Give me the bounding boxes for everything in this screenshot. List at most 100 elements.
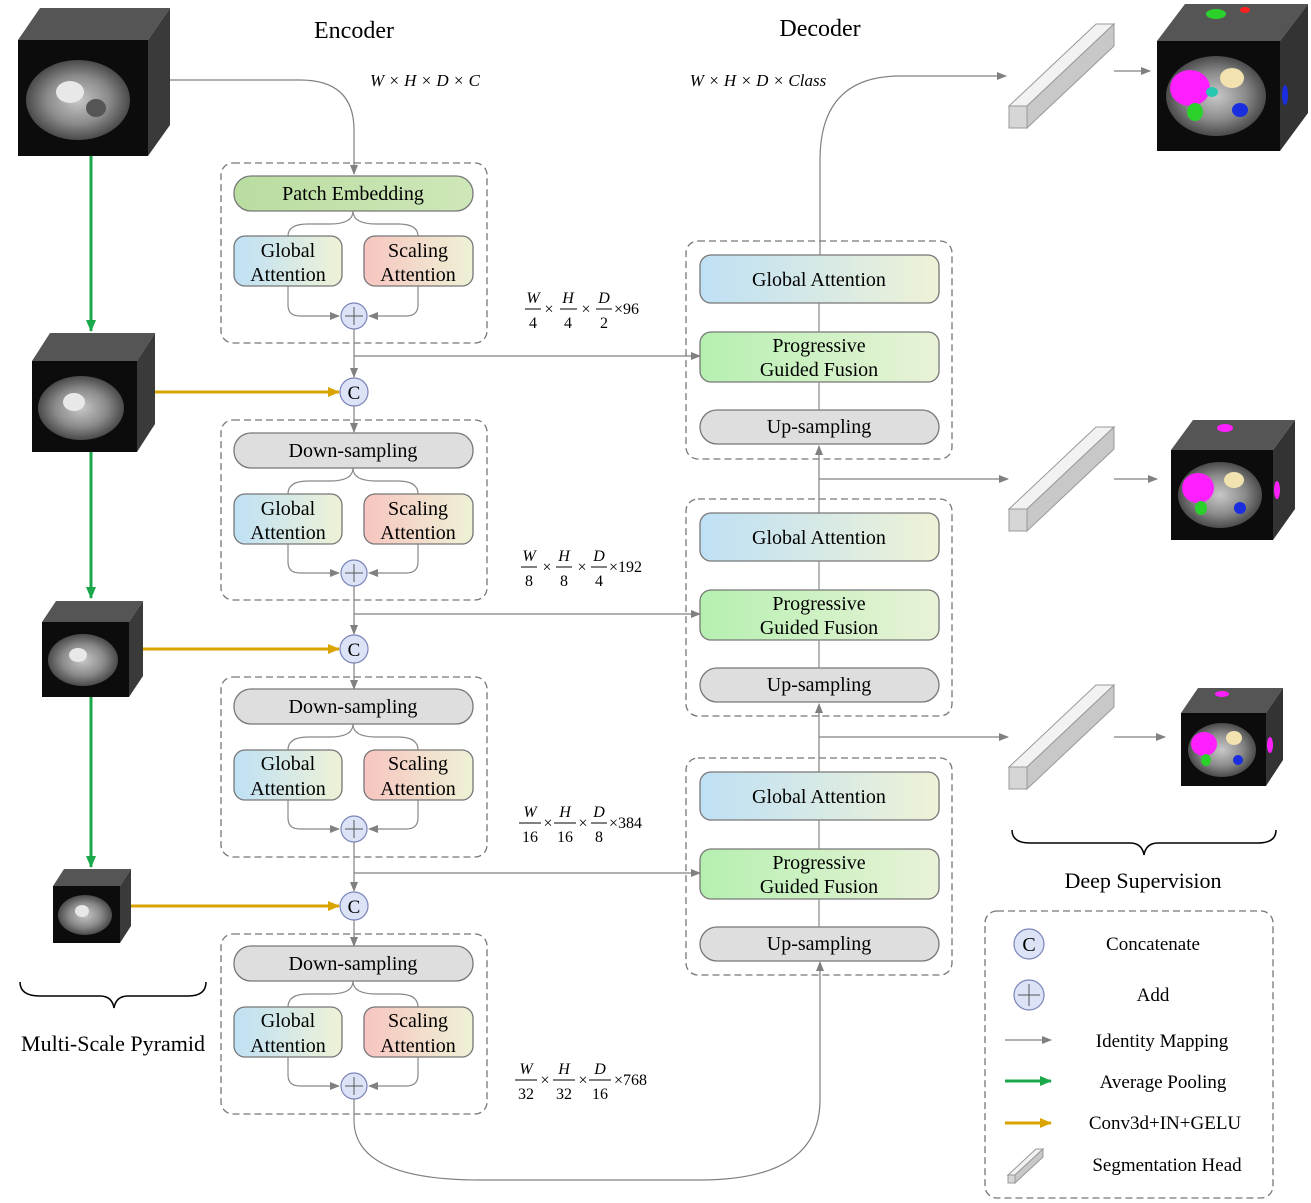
legend-identity-mapping: Identity Mapping	[1005, 1031, 1229, 1052]
concat-node-1: C	[339, 377, 369, 407]
output-volume-2	[1171, 420, 1295, 540]
bottleneck-arrow	[353, 961, 824, 1181]
encoder-heading: Encoder	[314, 18, 394, 44]
legend-concatenate: C Concatenate	[1013, 928, 1200, 960]
svg-text:Attention: Attention	[380, 264, 456, 286]
svg-text:H: H	[558, 804, 572, 821]
svg-text:16: 16	[522, 829, 538, 846]
encoder-stage-3: Down-sampling Global Attention Scaling A…	[220, 676, 488, 858]
svg-text:×: ×	[542, 559, 551, 576]
svg-text:C: C	[348, 640, 361, 661]
svg-text:16: 16	[557, 829, 573, 846]
svg-text:Down-sampling: Down-sampling	[289, 440, 418, 462]
svg-text:Down-sampling: Down-sampling	[289, 953, 418, 975]
svg-text:Global Attention: Global Attention	[752, 527, 886, 549]
svg-text:Attention: Attention	[380, 1035, 456, 1057]
svg-text:Global Attention: Global Attention	[752, 786, 886, 808]
svg-text:Attention: Attention	[250, 1035, 326, 1057]
svg-text:×: ×	[577, 559, 586, 576]
svg-text:Up-sampling: Up-sampling	[767, 674, 871, 696]
svg-text:4: 4	[529, 315, 537, 332]
svg-text:Up-sampling: Up-sampling	[767, 933, 871, 955]
svg-text:Add: Add	[1137, 985, 1170, 1006]
svg-text:×: ×	[578, 815, 587, 832]
svg-text:Concatenate: Concatenate	[1106, 934, 1200, 955]
svg-text:Identity Mapping: Identity Mapping	[1096, 1031, 1229, 1052]
svg-text:C: C	[1022, 934, 1035, 956]
legend: C Concatenate Add Identity Mapping Avera…	[984, 910, 1274, 1199]
pyramid-brace	[19, 981, 207, 1009]
decoder-stage-1: Global Attention Progressive Guided Fusi…	[685, 240, 953, 460]
svg-text:Attention: Attention	[250, 522, 326, 544]
input-dim-label: W × H × D × C	[370, 71, 481, 90]
svg-text:8: 8	[525, 573, 533, 590]
legend-conv: Conv3d+IN+GELU	[1005, 1113, 1241, 1134]
svg-text:32: 32	[556, 1086, 572, 1103]
svg-text:×: ×	[544, 301, 553, 318]
output-volume-3	[1181, 688, 1283, 786]
encoder-stage-4: Down-sampling Global Attention Scaling A…	[220, 933, 488, 1115]
svg-text:Guided Fusion: Guided Fusion	[760, 617, 878, 639]
svg-text:Global Attention: Global Attention	[752, 269, 886, 291]
svg-text:Scaling: Scaling	[388, 240, 448, 262]
decoder-stage-3: Global Attention Progressive Guided Fusi…	[685, 757, 953, 976]
svg-text:Scaling: Scaling	[388, 498, 448, 520]
decoder-stage-2: Global Attention Progressive Guided Fusi…	[685, 498, 953, 717]
dim-fraction-2: W 8 × H 8 × D 4 ×192	[521, 548, 642, 590]
svg-text:32: 32	[518, 1086, 534, 1103]
svg-text:Global: Global	[261, 753, 316, 775]
svg-text:×: ×	[581, 301, 590, 318]
svg-text:2: 2	[600, 315, 608, 332]
encoder-stage-1: Patch Embedding Global Attention Scaling…	[220, 162, 488, 344]
svg-text:W: W	[526, 290, 541, 307]
deep-supervision-label: Deep Supervision	[1064, 868, 1221, 893]
svg-text:Global: Global	[261, 240, 316, 262]
input-to-encoder-arrow	[170, 79, 358, 175]
output-dim-label: W × H × D × Class	[690, 71, 827, 90]
svg-text:Guided Fusion: Guided Fusion	[760, 359, 878, 381]
svg-text:4: 4	[595, 573, 603, 590]
svg-text:W: W	[522, 548, 537, 565]
svg-text:Scaling: Scaling	[388, 753, 448, 775]
svg-text:Conv3d+IN+GELU: Conv3d+IN+GELU	[1089, 1113, 1242, 1134]
svg-text:D: D	[593, 1061, 606, 1078]
svg-text:4: 4	[564, 315, 572, 332]
svg-text:Attention: Attention	[380, 522, 456, 544]
svg-text:Attention: Attention	[250, 264, 326, 286]
dim-fraction-1: W 4 × H 4 × D 2 ×96	[525, 290, 639, 332]
svg-text:Attention: Attention	[380, 778, 456, 800]
svg-text:×192: ×192	[609, 559, 642, 576]
pyramid-label: Multi-Scale Pyramid	[21, 1031, 205, 1056]
svg-text:H: H	[557, 1061, 571, 1078]
legend-average-pooling: Average Pooling	[1005, 1072, 1227, 1093]
concat-icon	[1013, 928, 1045, 960]
svg-text:Down-sampling: Down-sampling	[289, 696, 418, 718]
svg-text:Average Pooling: Average Pooling	[1100, 1072, 1227, 1093]
pyramid-scan-2	[32, 333, 155, 452]
svg-text:8: 8	[560, 573, 568, 590]
svg-text:Scaling: Scaling	[388, 1010, 448, 1032]
svg-text:Progressive: Progressive	[772, 852, 865, 874]
svg-text:H: H	[561, 290, 575, 307]
svg-text:×: ×	[540, 1072, 549, 1089]
svg-text:Segmentation Head: Segmentation Head	[1092, 1155, 1242, 1176]
svg-text:D: D	[592, 804, 605, 821]
svg-text:Progressive: Progressive	[772, 335, 865, 357]
legend-add: Add	[1013, 979, 1170, 1011]
deep-supervision-brace	[1011, 829, 1277, 856]
svg-text:Attention: Attention	[250, 778, 326, 800]
svg-text:Progressive: Progressive	[772, 593, 865, 615]
svg-text:W: W	[523, 804, 538, 821]
svg-text:W: W	[519, 1061, 534, 1078]
svg-text:8: 8	[595, 829, 603, 846]
svg-text:×384: ×384	[609, 815, 642, 832]
svg-text:D: D	[597, 290, 610, 307]
svg-text:×: ×	[578, 1072, 587, 1089]
concat-node-3: C	[339, 891, 369, 921]
encoder-stage-2: Down-sampling Global Attention Scaling A…	[220, 419, 488, 601]
svg-text:Global: Global	[261, 1010, 316, 1032]
svg-text:H: H	[557, 548, 571, 565]
svg-text:D: D	[592, 548, 605, 565]
